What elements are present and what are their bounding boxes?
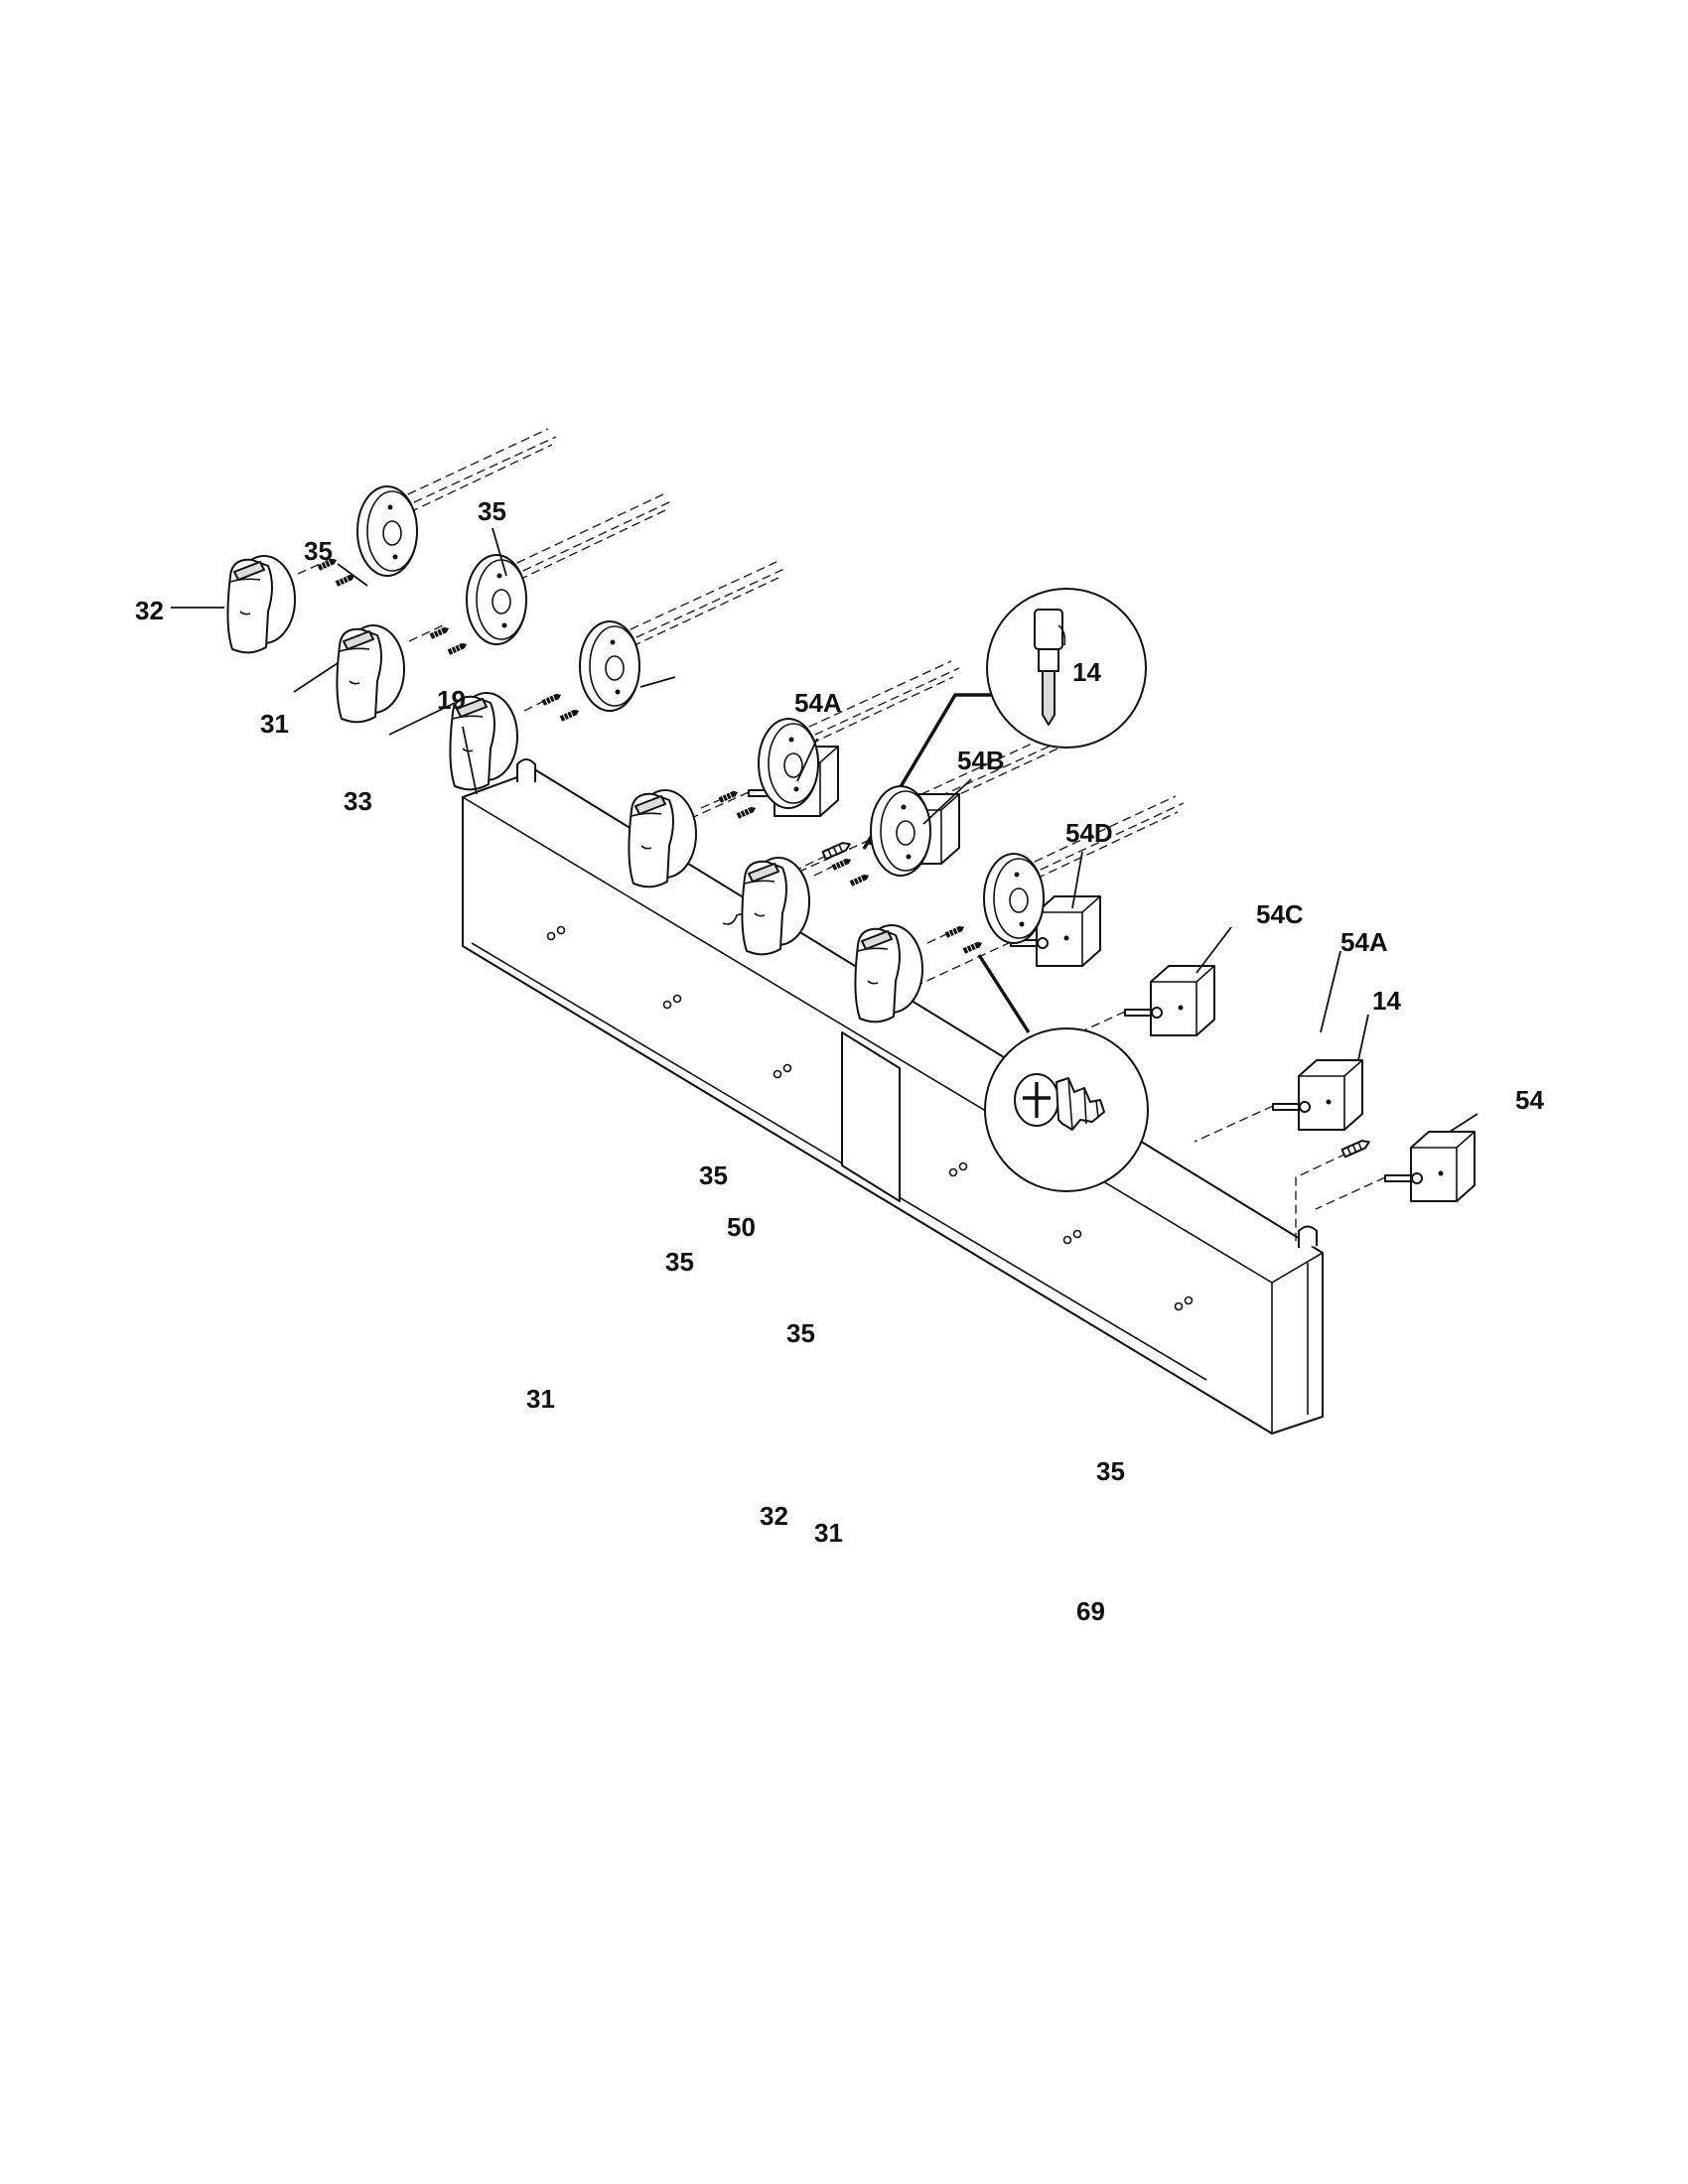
callout-33: 33 [344,786,372,816]
callout-labels: 19 14 54A 54B 54D 54C 54A 14 54 35 35 35… [135,496,1544,1626]
callout-35-f: 35 [1096,1456,1125,1486]
knob-bezel-icon [356,485,418,577]
knob-bezel-icon [983,853,1045,944]
infinite-switch-54c [1124,965,1215,1036]
knob-bezel-icon [870,785,931,877]
callout-50: 50 [727,1212,756,1242]
callout-54: 54 [1515,1085,1544,1115]
callout-35-d: 35 [665,1247,694,1277]
callout-54a-top: 54A [794,688,842,718]
control-knob-31-upper [336,624,405,724]
callout-31-c: 31 [814,1518,843,1548]
callout-32-b: 32 [760,1501,788,1531]
callout-54a-right: 54A [1340,927,1388,957]
knob-bezel-icon [579,620,640,712]
infinite-switch-54 [1384,1131,1476,1202]
callout-35-c: 35 [699,1160,728,1190]
knob-bezel-icon [758,718,819,809]
callout-35-a: 35 [304,536,333,566]
callout-32-a: 32 [135,596,164,625]
callout-14-right: 14 [1372,986,1401,1016]
leader-lines-lower [171,607,456,736]
callout-54c: 54C [1256,899,1304,929]
detail-view-screw [977,954,1149,1192]
callout-35-e: 35 [786,1318,815,1348]
callout-35-b: 35 [478,496,506,526]
indicator-lamp-icon [1340,1137,1372,1159]
knob-bezel-icon [466,554,527,645]
indicator-lamp-icon [821,839,853,861]
callout-31-b: 31 [526,1384,555,1414]
callout-54b: 54B [957,746,1005,775]
control-knob-32-upper [226,555,296,654]
infinite-switch-54a-right [1272,1059,1363,1131]
leader-lines [337,527,1478,1133]
callout-19: 19 [437,685,466,715]
label-plate-icon [841,1031,901,1202]
callout-54d: 54D [1065,818,1113,848]
callout-31-a: 31 [260,709,289,739]
callout-69: 69 [1076,1596,1105,1626]
callout-14-detail: 14 [1072,657,1101,687]
